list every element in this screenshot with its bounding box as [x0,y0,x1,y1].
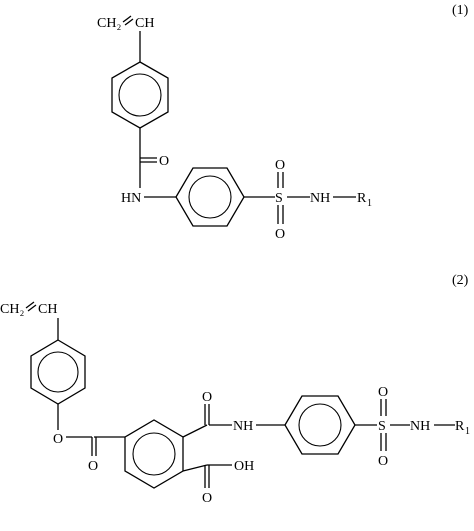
structure-2-ring-amide-carbonyl-bond [182,424,208,438]
structure-1-sulfonyl-s: S [275,191,283,206]
structure-2-acid-oh: OH [234,459,254,474]
structure-2-r-subscript: 1 [465,426,470,437]
structure-1-r-subscript: 1 [367,198,372,209]
structure-2-ring-acid-bond [182,464,208,472]
structure-2-amide-carbonyl-o: O [202,390,212,405]
structure-2-vinyl-double-bond-a [25,301,35,309]
structure-2-benzene-ring-right [284,395,356,455]
structure-2-benzene-ring-left-aromatic [37,351,79,393]
structure-1-sulfonamide-nh: NH [310,191,330,206]
structure-2-ester-carbonyl-o: O [88,459,98,474]
structure-2-sulfonyl-s: S [378,419,386,434]
structure-2: (2) CH₂ CH O O O NH S [0,273,470,506]
structure-2-sulfonamide-nh: NH [410,419,430,434]
structure-1-benzene-ring-top [111,61,169,129]
structure-2-number: (2) [452,273,469,288]
structure-2-benzene-ring-central [124,419,184,489]
structure-2-acid-carbonyl-o: O [202,491,212,506]
structure-1-benzene-ring-top-aromatic [118,73,162,117]
structure-1-benzene-ring-middle-aromatic [188,175,232,219]
structure-2-amide-nh: NH [233,419,253,434]
structure-1-sulfonyl-o-top: O [275,158,285,173]
structure-2-vinyl-ch: CH [38,302,57,317]
structure-1-sulfonyl-o-bottom: O [275,227,285,242]
structure-1-carbonyl-o: O [159,154,169,169]
structure-1-r-group: R [357,191,367,206]
structure-2-sulfonyl-o-bottom: O [378,454,388,469]
structure-2-vinyl-ch2: CH₂ [0,302,24,317]
structure-2-r-group: R [455,419,465,434]
structure-1-vinyl-double-bond-a [122,15,132,23]
structure-1-benzene-ring-middle [175,167,245,227]
structure-1-vinyl-double-bond-b [124,18,134,26]
structure-1-vinyl-ch: CH [135,16,154,31]
structure-2-vinyl-double-bond-b [27,304,37,312]
structure-1-number: (1) [452,3,469,18]
structure-2-benzene-ring-left [30,339,86,405]
structure-1: (1) CH₂ CH O HN S O O NH R [97,3,469,242]
structure-2-benzene-ring-central-aromatic [132,432,176,476]
structure-2-ester-o: O [53,432,63,447]
structure-2-sulfonyl-o-top: O [378,385,388,400]
structure-1-vinyl-ch2: CH₂ [97,16,121,31]
structure-1-amide-nh: HN [121,191,141,206]
structure-2-benzene-ring-right-aromatic [298,403,342,447]
